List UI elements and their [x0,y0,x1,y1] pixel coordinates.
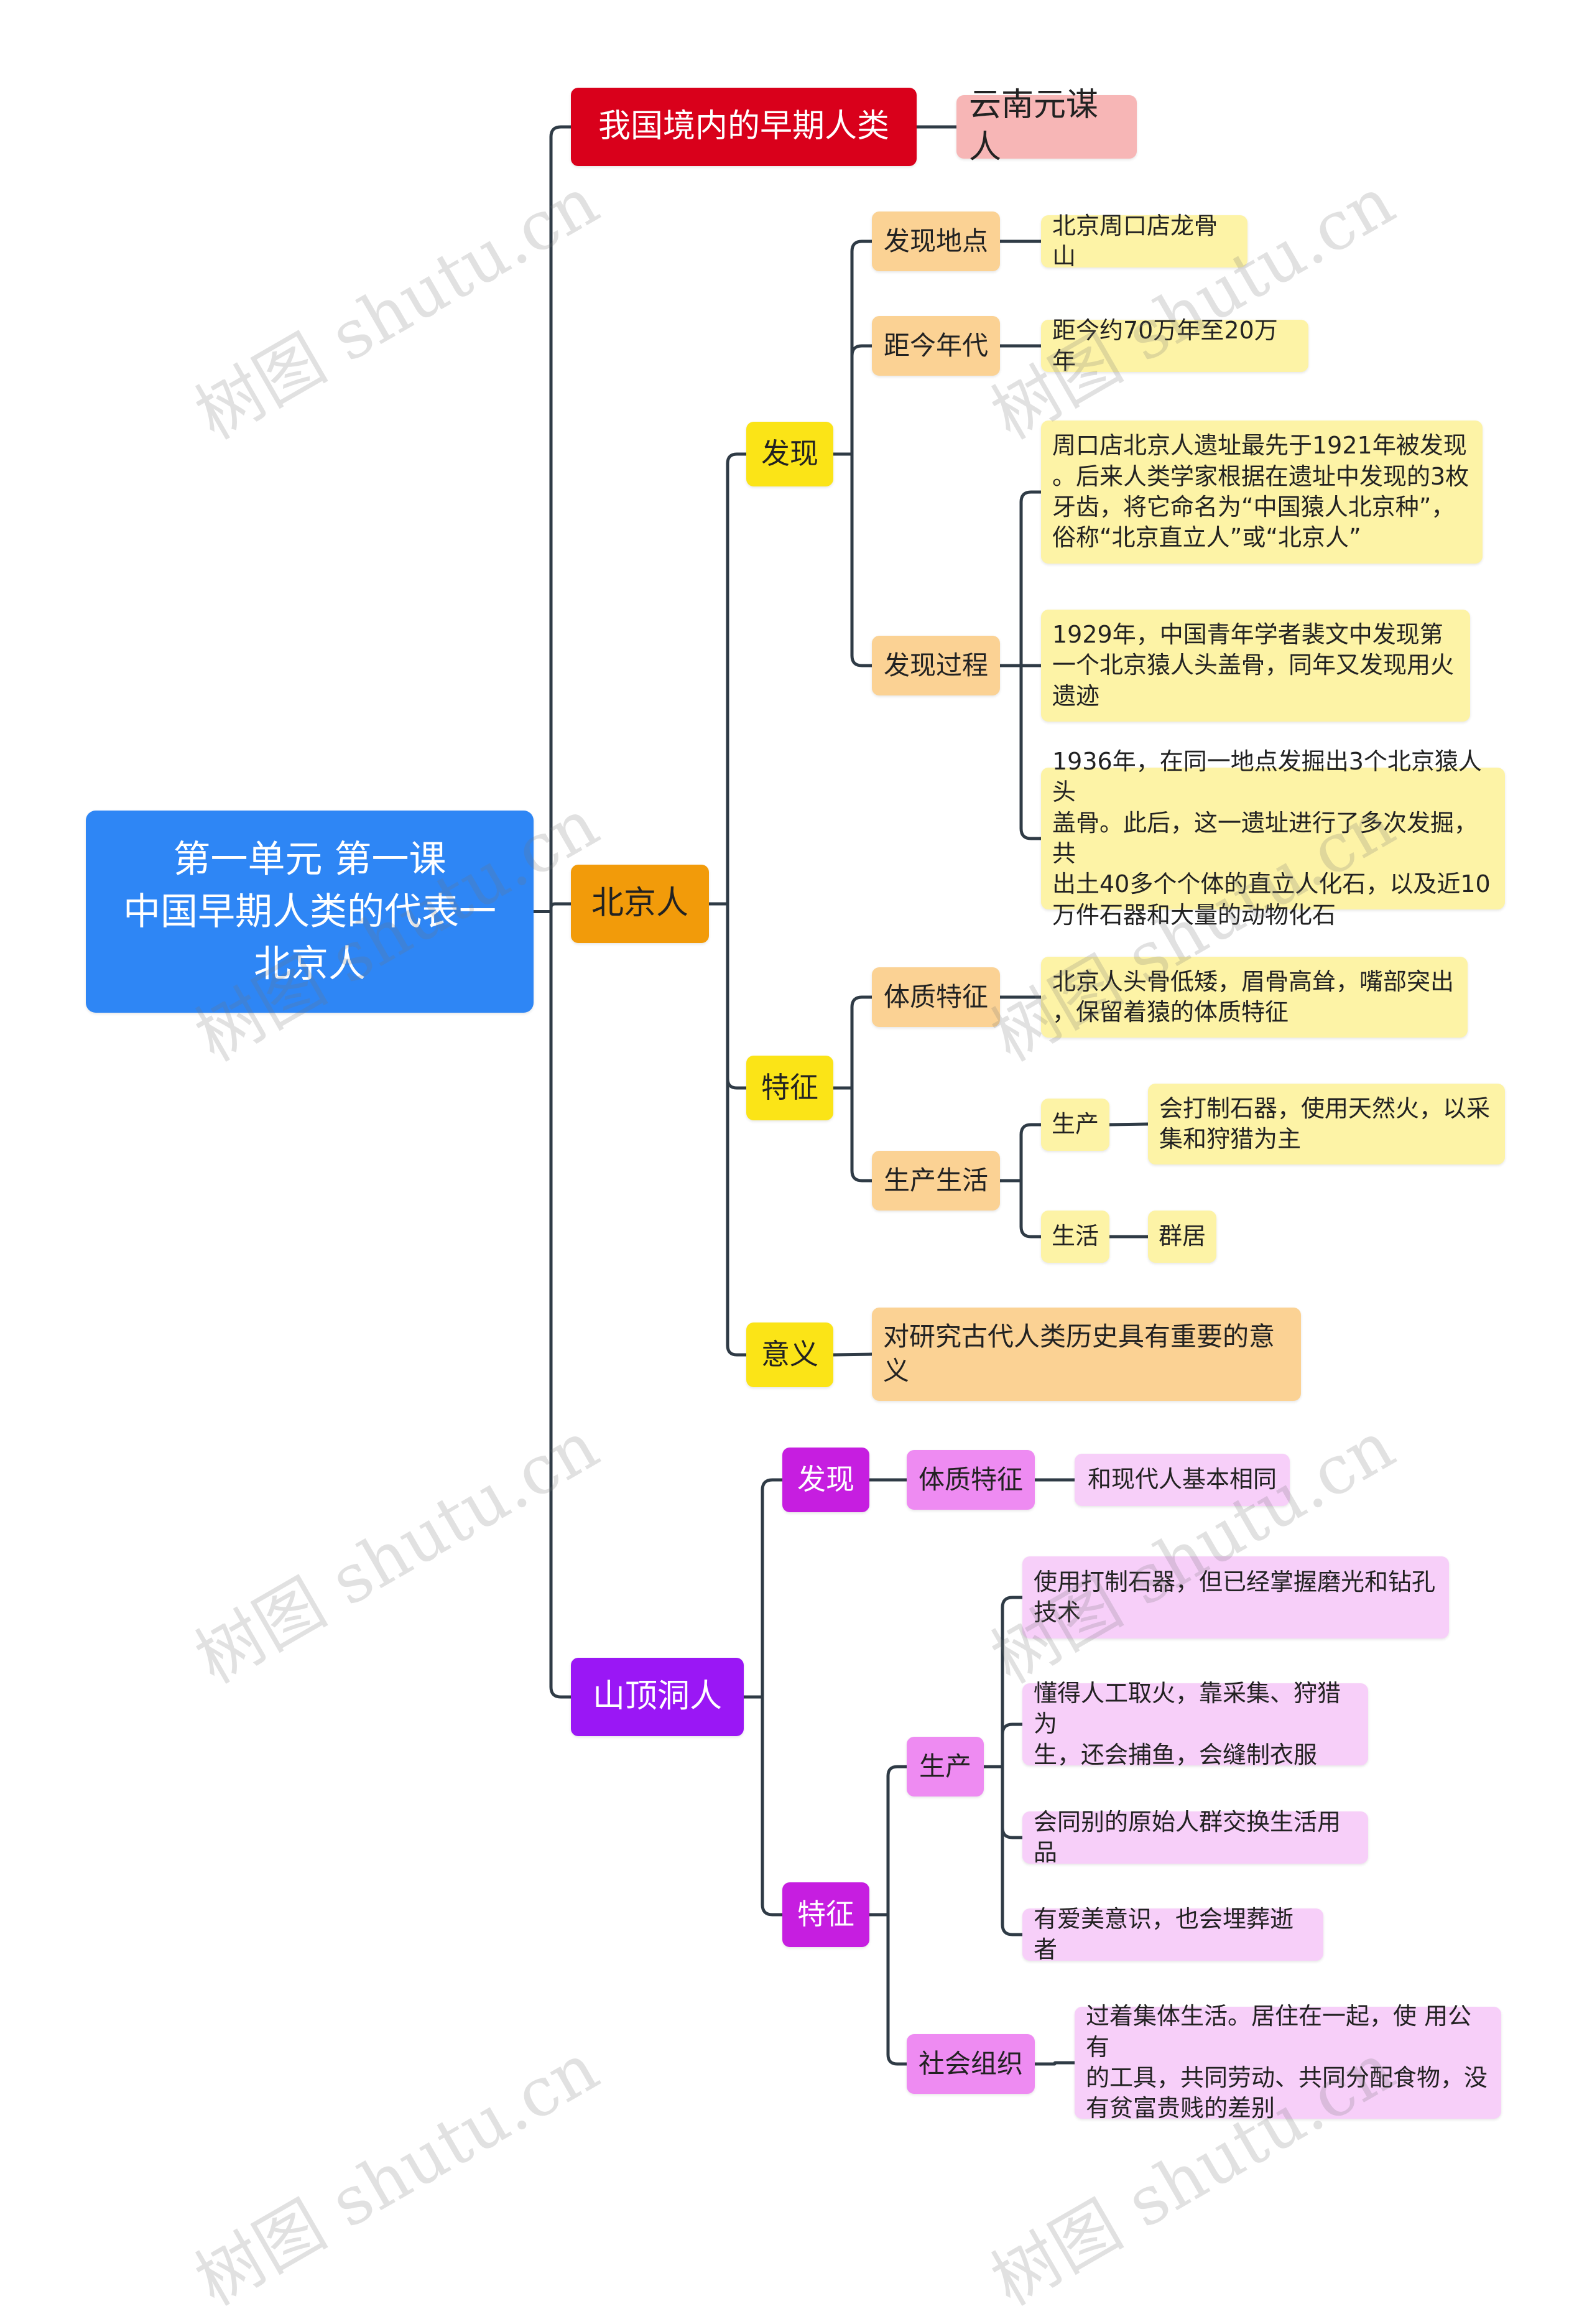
leaf-uc-production-4[interactable]: 有爱美意识，也会埋葬逝者 [1022,1905,1323,1963]
topic-bj-significance[interactable]: 意义 [746,1322,833,1387]
connector-line [831,452,874,667]
leaf-process-1929[interactable]: 1929年，中国青年学者裴文中发现第 一个北京猿人头盖骨，同年又发现用火 遗迹 [1041,610,1470,722]
connector-line [831,344,874,456]
connector-line [868,1913,909,2066]
leaf-process-1921[interactable]: 周口店北京人遗址最先于1921年被发现 。后来人类学家根据在遗址中发现的3枚 牙… [1041,421,1483,564]
connector-lines [532,125,1150,2066]
topic-production-life[interactable]: 生产生活 [872,1151,1000,1211]
topic-yuanmou-man[interactable]: 云南元谋人 [956,86,1137,166]
topic-bj-discovery[interactable]: 发现 [746,422,833,486]
topic-uc-discovery[interactable]: 发现 [782,1448,869,1512]
leaf-uc-production-1[interactable]: 使用打制石器，但已经掌握磨光和钻孔 技术 [1022,1556,1449,1638]
root-topic[interactable]: 第一单元 第一课 中国早期人类的代表一 北京人 [86,811,534,1013]
topic-discovery-process[interactable]: 发现过程 [872,636,1000,695]
leaf-uc-production-3[interactable]: 会同别的原始人群交换生活用品 [1022,1808,1368,1866]
connector-line [742,1695,784,1917]
leaf-uc-physical[interactable]: 和现代人基本相同 [1075,1454,1290,1506]
leaf-discovery-location[interactable]: 北京周口店龙骨山 [1041,212,1247,270]
connector-line [1108,1122,1150,1127]
connector-line [831,239,874,456]
connector-line [998,490,1043,667]
leaf-significance[interactable]: 对研究古代人类历史具有重要的意 义 [872,1308,1301,1401]
connector-line [998,1123,1043,1183]
topic-discovery-location[interactable]: 发现地点 [872,211,1000,271]
connector-line [982,1596,1024,1769]
connector-line [532,902,573,913]
connector-line [831,995,874,1090]
connector-line [532,125,573,913]
connector-line [982,1722,1024,1769]
connector-line [707,452,748,906]
connector-line [532,910,573,1699]
connector-line [998,664,1043,840]
connector-line [868,1765,909,1917]
topic-early-humans[interactable]: 我国境内的早期人类 [571,88,917,166]
topic-beijing-man[interactable]: 北京人 [571,865,709,943]
leaf-production[interactable]: 会打制石器，使用天然火，以采 集和狩猎为主 [1148,1084,1505,1164]
connector-line [831,1086,874,1183]
topic-production[interactable]: 生产 [1041,1099,1109,1151]
topic-living[interactable]: 生活 [1041,1211,1109,1263]
topic-bj-physical[interactable]: 体质特征 [872,967,1000,1027]
connector-line [982,1765,1024,1936]
leaf-uc-social[interactable]: 过着集体生活。居住在一起，使 用公有 的工具，共同劳动、共同分配食物，没 有贫富… [1075,2002,1501,2122]
leaf-living[interactable]: 群居 [1148,1211,1216,1263]
topic-uc-features[interactable]: 特征 [782,1882,869,1947]
topic-bj-features[interactable]: 特征 [746,1056,833,1120]
topic-uc-production[interactable]: 生产 [907,1737,984,1796]
leaf-bj-physical[interactable]: 北京人头骨低矮，眉骨高耸，嘴部突出 ，保留着猿的体质特征 [1041,957,1468,1038]
topic-upper-cave-man[interactable]: 山顶洞人 [571,1658,744,1736]
topic-age[interactable]: 距今年代 [872,316,1000,376]
connector-line [742,1478,784,1699]
leaf-process-1936[interactable]: 1936年，在同一地点发掘出3个北京猿人头 盖骨。此后，这一遗址进行了多次发掘，… [1041,748,1505,929]
leaf-age[interactable]: 距今约70万年至20万年 [1041,317,1308,374]
leaf-uc-production-2[interactable]: 懂得人工取火，靠采集、狩猎为 生，还会捕鱼，会缝制衣服 [1022,1680,1368,1769]
connector-line [707,902,748,1357]
connector-line [1033,2061,1076,2066]
connector-line [998,1179,1043,1239]
topic-uc-physical[interactable]: 体质特征 [907,1450,1035,1510]
topic-uc-social[interactable]: 社会组织 [907,2034,1035,2094]
connector-line [831,1352,874,1357]
